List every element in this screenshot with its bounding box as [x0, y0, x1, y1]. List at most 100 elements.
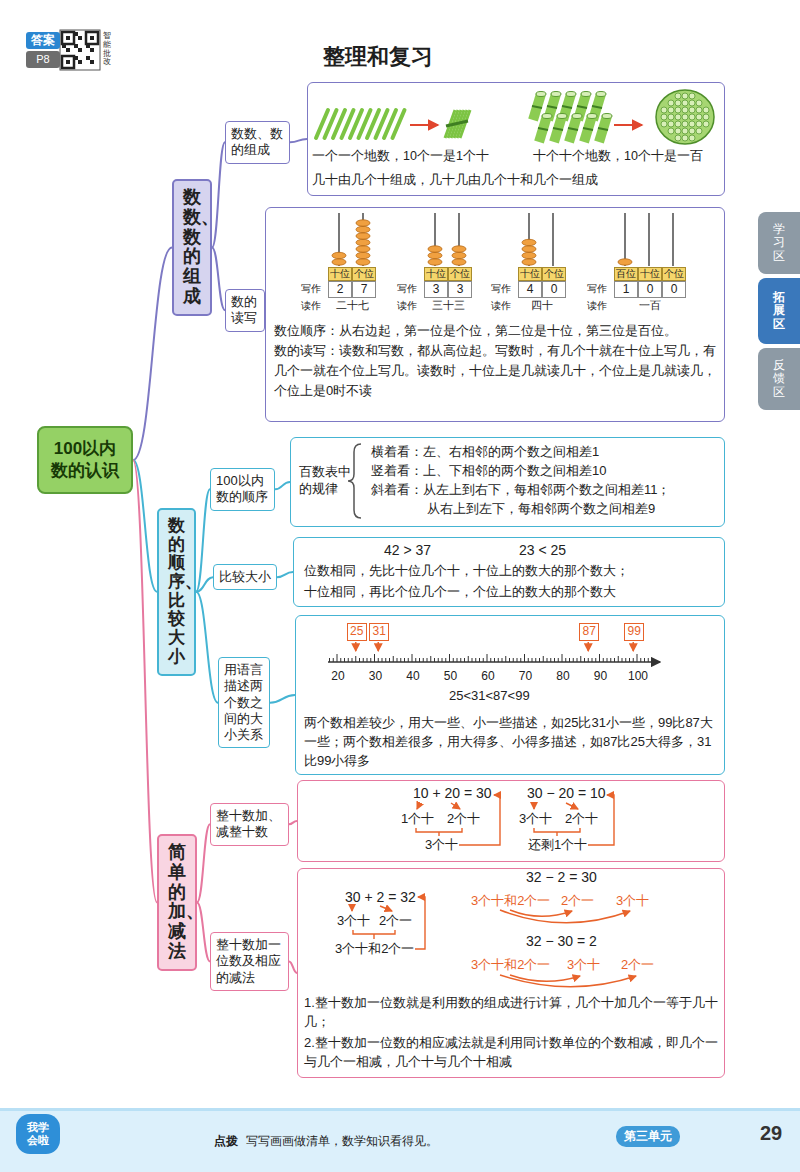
- root-label: 100以内数的认识: [47, 438, 123, 482]
- drawing-part: [633, 642, 635, 651]
- drawing-part: [332, 259, 346, 265]
- drawing-part: [522, 246, 536, 252]
- drawing-part: [430, 656, 431, 662]
- drawing-part: [618, 259, 632, 265]
- drawing-part: [592, 658, 593, 662]
- drawing-part: [452, 259, 466, 265]
- panel-text: 2个十: [565, 811, 598, 827]
- drawing-part: [464, 658, 465, 662]
- drawing-part: [351, 906, 352, 911]
- drawing-part: [66, 36, 70, 40]
- drawing-part: [538, 128, 548, 130]
- drawing-part: [588, 642, 590, 651]
- drawing-part: [584, 658, 585, 662]
- drawing-part: [520, 658, 521, 662]
- drawing-part: [675, 135, 681, 141]
- drawing-part: [352, 658, 353, 662]
- drawing-part: [500, 910, 630, 923]
- drawing-part: [562, 654, 563, 662]
- drawing-part: [442, 658, 443, 662]
- drawing-part: [625, 658, 626, 662]
- panel-text: 0: [542, 281, 566, 298]
- drawing-part: [449, 654, 450, 662]
- drawing-part: [624, 213, 626, 266]
- drawing-part: [539, 658, 540, 662]
- drawing-part: [534, 828, 580, 832]
- drawing-part: [475, 658, 476, 662]
- footer-stripe: [0, 1108, 800, 1111]
- panel-text: 十位相同，再比个位几个一，个位上的数大的那个数大: [304, 584, 616, 600]
- drawing-part: [522, 259, 536, 265]
- panel-text: 3个十: [616, 893, 649, 909]
- drawing-part: [528, 658, 529, 662]
- panel-text: 1.整十数加一位数就是利用数的组成进行计算，几个十加几个一等于几十几；: [304, 993, 718, 1031]
- drawing-part: [410, 124, 438, 126]
- root-node: 100以内数的认识: [37, 426, 133, 494]
- panel-text: 1: [614, 281, 638, 298]
- drawing-part: [509, 658, 510, 662]
- drawing-part: [592, 106, 602, 108]
- content-panel: 30 + 2 = 323个十2个一3个十和2个一32 − 2 = 303个十和2…: [297, 868, 725, 1078]
- branch-connector: [212, 247, 225, 310]
- drawing-part: [703, 114, 709, 120]
- drawing-part: [566, 803, 578, 809]
- drawing-part: [577, 658, 578, 662]
- panel-text: 60: [473, 669, 503, 684]
- drawing-part: [451, 803, 460, 809]
- topic-node: 数数、数的组成: [225, 121, 290, 164]
- drawing-part: [460, 658, 461, 662]
- panel-text: 数的读写：读数和写数，都从高位起。写数时，有几个十就在十位上写几，有几个一就在个…: [274, 341, 718, 401]
- panel-text: 一百: [614, 299, 686, 313]
- drawing-part: [332, 252, 346, 258]
- drawing-part: [562, 106, 572, 108]
- drawing-part: [682, 100, 688, 106]
- topic-label: 数的读写: [231, 294, 259, 327]
- drawing-part: [355, 656, 356, 662]
- drawing-part: [644, 658, 645, 662]
- drawing-part: [539, 116, 547, 142]
- drawing-part: [703, 107, 709, 113]
- drawing-part: [533, 803, 534, 809]
- branch-label: 简单的加、减法: [168, 843, 186, 962]
- drawing-part: [573, 658, 574, 662]
- drawing-part: [569, 658, 570, 662]
- drawing-part: [675, 128, 681, 134]
- drawing-part: [505, 656, 506, 662]
- panel-text: 2个一: [561, 893, 594, 909]
- panel-text: 读作: [491, 300, 511, 313]
- drawing-part: [452, 252, 466, 258]
- drawing-part: [522, 239, 536, 245]
- drawing-part: [329, 658, 330, 662]
- panel-text: 23 < 25: [519, 542, 566, 560]
- panel-text: 位数相同，先比十位几个十，十位上的数大的那个数大；: [304, 563, 629, 579]
- panel-text: 2: [328, 281, 352, 298]
- side-tab-ground: 拓展区: [758, 278, 800, 344]
- drawing-part: [427, 658, 428, 662]
- branch-label: 数数、数的组成: [183, 188, 201, 307]
- panel-text: 7: [352, 281, 376, 298]
- content-panel: 42 > 3723 < 25位数相同，先比十位几个十，十位上的数大的那个数大；十…: [293, 537, 725, 607]
- panel-text: 个位: [352, 267, 376, 281]
- panel-text: 30 + 2 = 32: [345, 889, 416, 907]
- panel-text: 十位: [518, 267, 542, 281]
- drawing-part: [490, 658, 491, 662]
- drawing-part: [415, 897, 425, 949]
- panel-text: 斜着看：从左上到右下，每相邻两个数之间相差11；: [371, 482, 671, 498]
- drawing-part: [640, 658, 641, 662]
- drawing-part: [569, 116, 577, 142]
- drawing-part: [556, 832, 557, 836]
- page-number: 29: [760, 1122, 782, 1145]
- drawing-part: [337, 654, 338, 662]
- drawing-part: [557, 114, 567, 119]
- drawing-part: [696, 114, 702, 120]
- drawing-part: [689, 135, 695, 141]
- branch-connector: [197, 824, 210, 902]
- panel-text: 3个十: [337, 913, 370, 929]
- tip-label: 点拨: [214, 1133, 238, 1150]
- drawing-part: [513, 658, 514, 662]
- drawing-part: [382, 658, 383, 662]
- topic-node: 100以内数的顺序: [210, 468, 275, 511]
- drawing-part: [566, 92, 576, 97]
- panel-text: 读作: [301, 300, 321, 313]
